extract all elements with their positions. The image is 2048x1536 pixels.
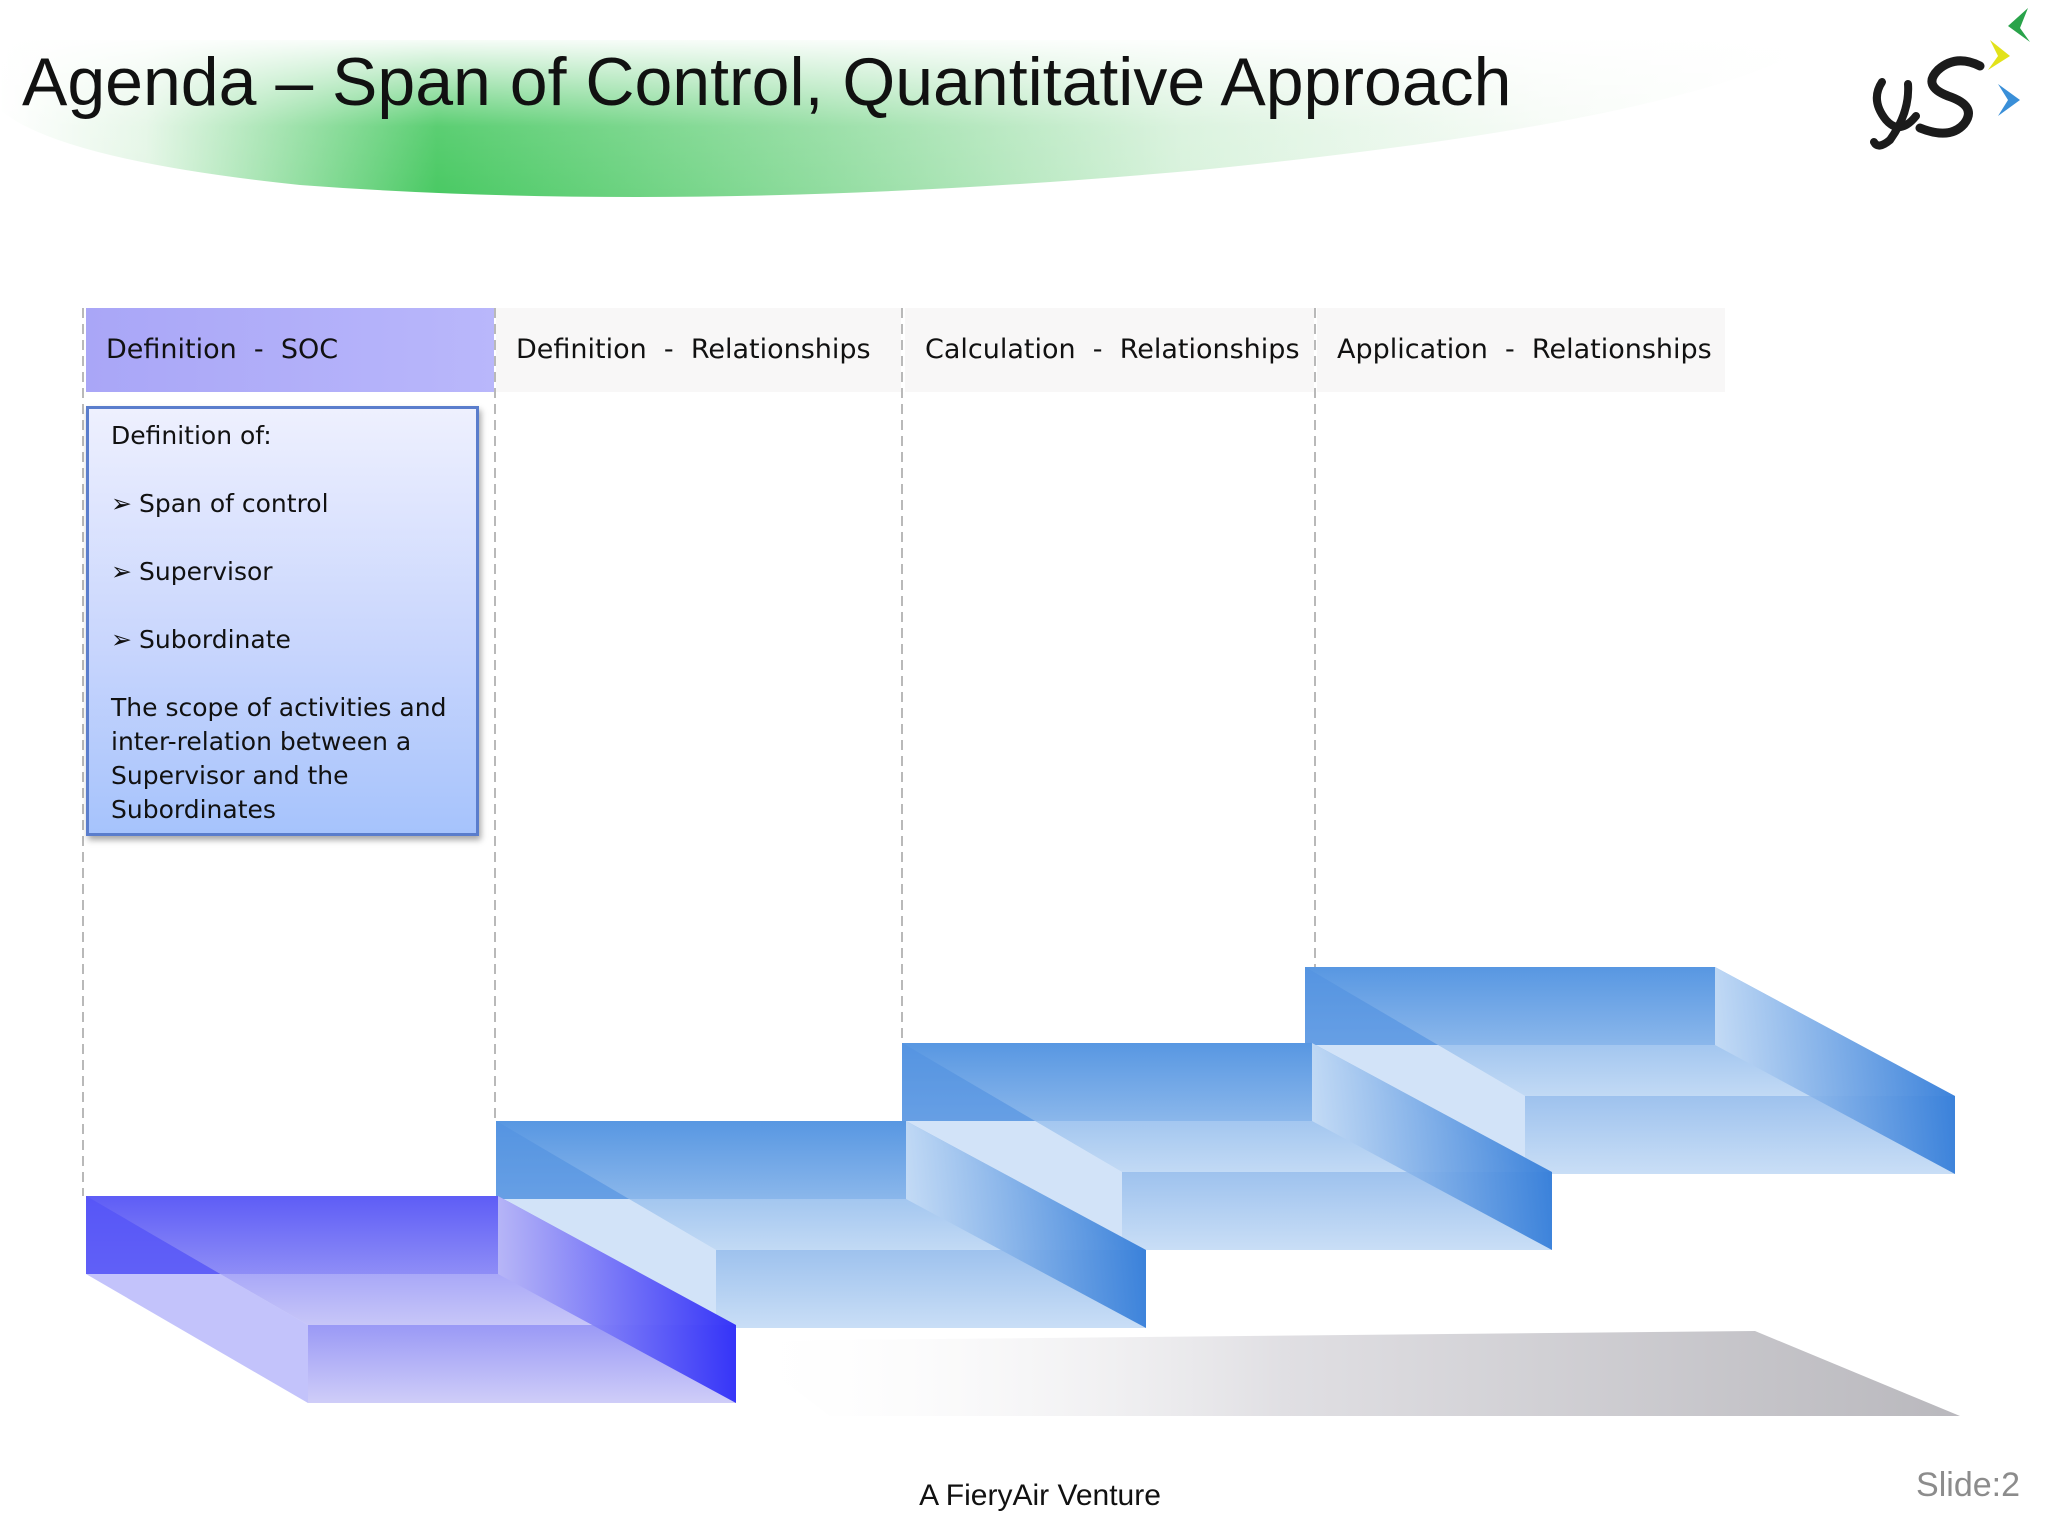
slide-number: Slide:2: [1916, 1466, 2020, 1504]
floor-shadow: [730, 1331, 1960, 1416]
box-heading: Definition of:: [111, 421, 272, 450]
page-title: Agenda – Span of Control, Quantitative A…: [22, 44, 1512, 120]
ys-logo-icon: [1870, 8, 2030, 150]
step-1-active: [86, 1196, 736, 1403]
tab-calculation-relationships[interactable]: Calculation - Relationships: [905, 308, 1314, 392]
footer-venture: A FieryAir Venture: [919, 1479, 1161, 1512]
tab-application-relationships[interactable]: Application - Relationships: [1317, 308, 1725, 392]
bullet-text: Subordinate: [139, 625, 291, 654]
bullet-item: ➢Span of control: [111, 487, 458, 521]
title-band: [0, 40, 1820, 197]
definition-box: Definition of: ➢Span of control ➢Supervi…: [86, 406, 479, 836]
arrowhead-bullet-icon: ➢: [111, 489, 132, 518]
bullet-text: Span of control: [139, 489, 329, 518]
tab-label: Calculation - Relationships: [925, 334, 1300, 365]
tab-label: Application - Relationships: [1337, 334, 1712, 365]
bullet-item: ➢Subordinate: [111, 623, 458, 657]
step-2: [496, 1121, 1146, 1328]
step-3: [902, 1043, 1552, 1250]
arrowhead-bullet-icon: ➢: [111, 625, 132, 654]
tab-label: Definition - SOC: [106, 334, 339, 365]
box-description: The scope of activities and inter-relati…: [111, 693, 447, 824]
tab-definition-soc[interactable]: Definition - SOC: [86, 308, 494, 392]
bullet-text: Supervisor: [139, 557, 273, 586]
step-4: [1305, 967, 1955, 1174]
tab-definition-relationships[interactable]: Definition - Relationships: [496, 308, 901, 392]
tab-label: Definition - Relationships: [516, 334, 871, 365]
arrowhead-bullet-icon: ➢: [111, 557, 132, 586]
bullet-item: ➢Supervisor: [111, 555, 458, 589]
